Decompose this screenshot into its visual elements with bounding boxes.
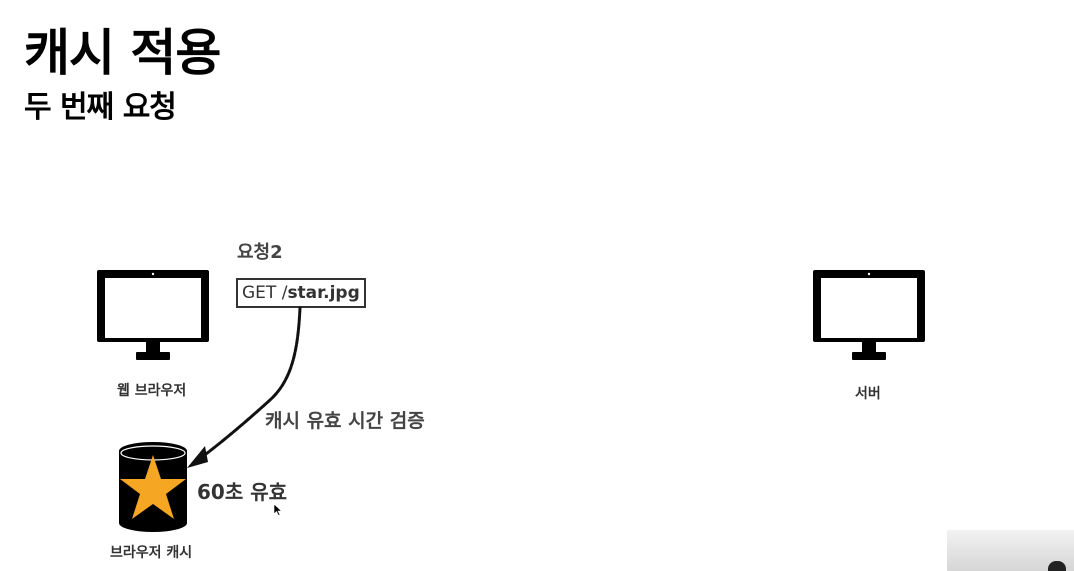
slide-subtitle: 두 번째 요청 — [24, 90, 177, 125]
browser-label: 웹 브라우저 — [117, 383, 187, 399]
browser-monitor-icon — [97, 270, 209, 360]
request-title: 요청2 — [237, 242, 283, 263]
cache-check-label: 캐시 유효 시간 검증 — [265, 410, 425, 432]
slide-title: 캐시 적용 — [24, 24, 221, 82]
request-path: star.jpg — [287, 283, 360, 303]
mouse-cursor-icon — [273, 503, 283, 516]
server-monitor-icon — [813, 270, 925, 360]
cache-valid-label: 60초 유효 — [197, 480, 287, 504]
webcam-thumbnail — [947, 530, 1074, 571]
request-method: GET / — [242, 283, 288, 303]
database-star-icon — [119, 442, 187, 532]
cache-label: 브라우저 캐시 — [110, 545, 193, 561]
server-label: 서버 — [855, 386, 881, 402]
